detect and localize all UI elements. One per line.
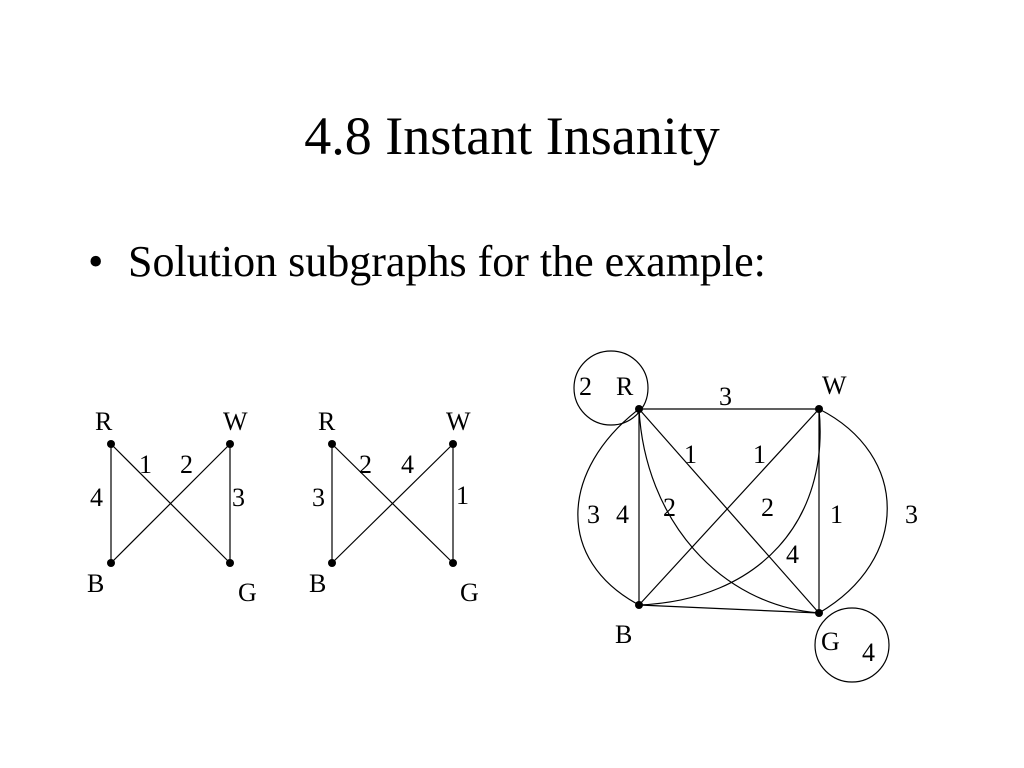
g3-edge-label-r-w: 3 [719,382,732,411]
g3-vertex-r [635,405,643,413]
g3-edge-b-g [638,604,820,614]
g3-edge-label-r-b: 4 [616,500,629,529]
g3-vertex-b [635,601,643,609]
g3-vertex-label-b: B [615,620,632,649]
bullet-text: Solution subgraphs for the example: [128,237,766,286]
g3-vertex-label-r: R [616,372,634,401]
g3-edge-r-g [638,408,820,614]
g3-loop-g [814,607,890,683]
g1-vertex-label-g: G [238,578,257,607]
g1-vertex-label-w: W [223,407,248,436]
g1-vertex-w [226,440,234,448]
g2-vertex-label-w: W [446,407,471,436]
bullet-symbol: • [88,237,104,286]
g1-edge-label-r-g: 1 [139,450,152,479]
g2-edge-w-b [331,443,454,564]
full-graph: R W B G 2 3 1 1 4 3 2 2 4 1 3 4 [573,350,918,683]
g2-edge-label-w-g: 1 [456,481,469,510]
g2-edge-label-r-g: 2 [359,450,372,479]
g2-vertex-label-g: G [460,578,479,607]
g1-edge-w-b [110,443,231,564]
g1-vertex-b [107,559,115,567]
g1-edge-label-w-g: 3 [232,483,245,512]
g3-curve-w-b [638,408,821,606]
g1-vertex-r [107,440,115,448]
g3-loop-r [573,350,649,426]
g3-edge-label-curve-r-b: 3 [587,500,600,529]
g2-vertex-r [328,440,336,448]
subgraph-1: R W B G 4 1 2 3 [87,407,257,607]
g3-edge-label-loop-r: 2 [579,372,592,401]
g2-vertex-w [449,440,457,448]
g2-vertex-label-r: R [318,407,336,436]
g2-edge-label-r-b: 3 [312,483,325,512]
g3-edge-w-b [638,408,820,606]
g2-vertex-b [328,559,336,567]
g3-edge-label-curve-w-b: 2 [761,493,774,522]
g1-vertex-g [226,559,234,567]
g2-edge-label-w-b: 4 [401,450,414,479]
g3-edge-label-loop-g: 4 [862,638,875,667]
g2-vertex-g [449,559,457,567]
g3-vertex-label-w: W [822,371,847,400]
g3-curve-r-b [577,408,640,606]
g3-edge-label-b-g: 4 [786,540,799,569]
g1-edge-label-r-b: 4 [90,483,103,512]
g1-edge-label-w-b: 2 [180,450,193,479]
g3-curve-r-g [638,408,820,614]
g1-vertex-label-r: R [95,407,113,436]
g3-vertex-w [815,405,823,413]
g2-vertex-label-b: B [309,569,326,598]
g3-edge-label-curve-w-g: 3 [905,500,918,529]
g3-edge-label-curve-r-g: 2 [663,493,676,522]
g3-vertex-g [815,609,823,617]
g3-edge-label-w-g: 1 [830,500,843,529]
g1-vertex-label-b: B [87,569,104,598]
g3-edge-label-r-g: 1 [684,440,697,469]
subgraph-2: R W B G 2 4 3 1 [309,407,479,607]
slide-title: 4.8 Instant Insanity [304,106,720,166]
g3-vertex-label-g: G [821,627,840,656]
g3-edge-label-w-b: 1 [753,440,766,469]
g3-curve-w-g [818,408,888,614]
bullet-item: • Solution subgraphs for the example: [88,234,766,290]
